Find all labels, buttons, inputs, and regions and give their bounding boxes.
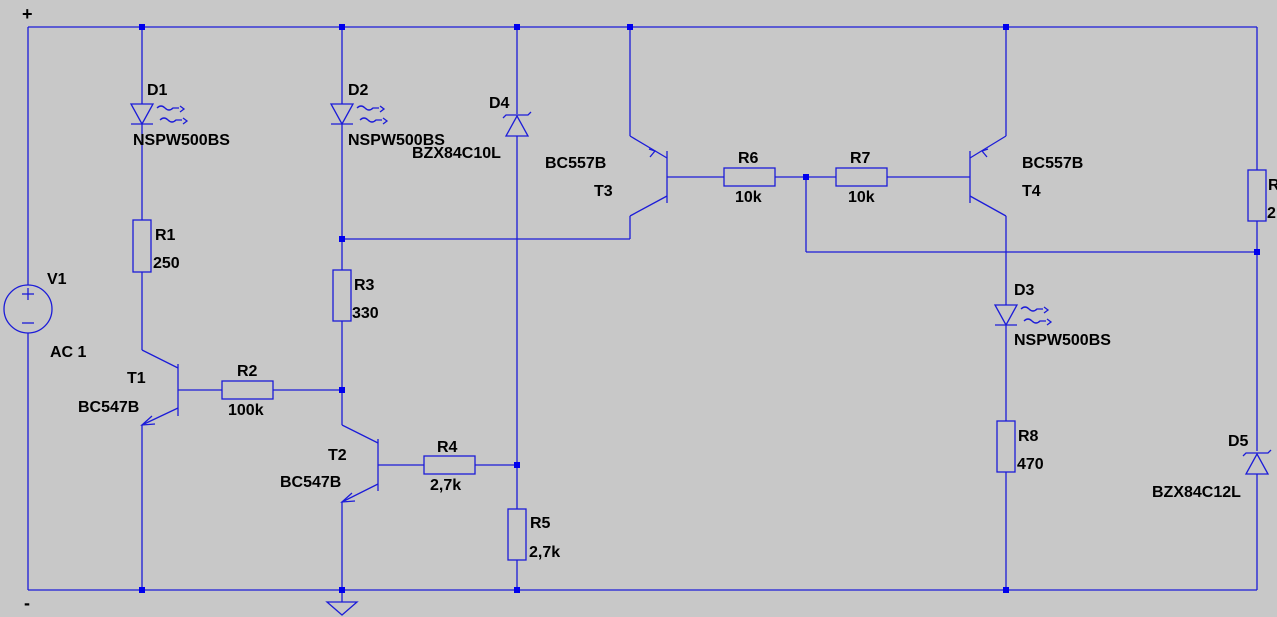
d1-led-symbol[interactable] (129, 103, 189, 126)
d2-name-label: D2 (348, 82, 369, 99)
t2-value-label: BC547B (280, 474, 341, 491)
v1-circle (3, 284, 53, 334)
wires (27, 26, 1258, 602)
t2-name-label: T2 (328, 447, 347, 464)
r6-value-label: 10k (735, 189, 762, 206)
node (627, 24, 633, 30)
d2-value-label: NSPW500BS (348, 132, 445, 149)
t4-transistor-symbol[interactable] (969, 148, 989, 203)
r2-name-label: R2 (237, 363, 258, 380)
d3-led-symbol[interactable] (993, 304, 1053, 327)
node (139, 24, 145, 30)
v1-source-symbol[interactable] (3, 284, 53, 334)
d4-zener-symbol[interactable] (502, 111, 532, 137)
d2-led-symbol[interactable] (329, 103, 389, 126)
d1-value-label: NSPW500BS (133, 132, 230, 149)
node (339, 587, 345, 593)
r9-value-label: 2 (1267, 205, 1276, 222)
r7-resistor[interactable] (835, 167, 888, 187)
node (1003, 587, 1009, 593)
t3-value-label: BC557B (545, 155, 606, 172)
t1-name-label: T1 (127, 370, 146, 387)
t3-collector-diag (629, 195, 668, 217)
v1-name-label: V1 (47, 271, 67, 288)
r6-name-label: R6 (738, 150, 759, 167)
r7-value-label: 10k (848, 189, 875, 206)
node (1003, 24, 1009, 30)
node (339, 236, 345, 242)
r5-resistor[interactable] (507, 508, 527, 561)
r1-name-label: R1 (155, 227, 176, 244)
d3-name-label: D3 (1014, 282, 1035, 299)
node (514, 462, 520, 468)
r8-name-label: R8 (1018, 428, 1039, 445)
node (339, 24, 345, 30)
ground-symbol (325, 601, 359, 616)
t3-emitter-diag (629, 135, 668, 159)
r7-name-label: R7 (850, 150, 871, 167)
t2-transistor-symbol[interactable] (340, 439, 379, 503)
t1-collector-wire (141, 349, 179, 369)
t4-name-label: T4 (1022, 183, 1041, 200)
node (339, 387, 345, 393)
v1-value-label: AC 1 (50, 344, 87, 361)
r4-resistor[interactable] (423, 455, 476, 475)
node (514, 587, 520, 593)
node (1254, 249, 1260, 255)
r9-resistor[interactable] (1247, 169, 1267, 222)
r4-value-label: 2,7k (430, 477, 461, 494)
t4-collector-diag (969, 195, 1007, 217)
t4-emitter-diag (969, 135, 1007, 159)
r9-name-label: R (1268, 177, 1277, 194)
d5-value-label: BZX84C12L (1152, 484, 1241, 501)
d1-name-label: D1 (147, 82, 168, 99)
r4-name-label: R4 (437, 439, 458, 456)
node (139, 587, 145, 593)
r5-value-label: 2,7k (529, 544, 560, 561)
r8-resistor[interactable] (996, 420, 1016, 473)
r2-value-label: 100k (228, 402, 264, 419)
d5-zener-symbol[interactable] (1242, 449, 1272, 475)
junction-nodes (139, 24, 1260, 593)
minus-rail-label: - (24, 593, 30, 613)
d4-value-label: BZX84C10L (412, 145, 501, 162)
r3-resistor[interactable] (332, 269, 352, 322)
r5-name-label: R5 (530, 515, 551, 532)
t2-collector-wire (341, 424, 379, 444)
r1-resistor[interactable] (132, 219, 152, 273)
r6-resistor[interactable] (723, 167, 776, 187)
r1-value-label: 250 (153, 255, 180, 272)
d5-name-label: D5 (1228, 433, 1249, 450)
r3-value-label: 330 (352, 305, 379, 322)
node (514, 24, 520, 30)
d3-value-label: NSPW500BS (1014, 332, 1111, 349)
t3-transistor-symbol[interactable] (648, 148, 668, 203)
r3-name-label: R3 (354, 277, 375, 294)
r8-value-label: 470 (1017, 456, 1044, 473)
plus-rail-label: + (22, 4, 33, 24)
t4-value-label: BC557B (1022, 155, 1083, 172)
node (803, 174, 809, 180)
t1-value-label: BC547B (78, 399, 139, 416)
r2-resistor[interactable] (221, 380, 274, 400)
t1-transistor-symbol[interactable] (140, 364, 179, 426)
d4-name-label: D4 (489, 95, 510, 112)
t3-name-label: T3 (594, 183, 613, 200)
